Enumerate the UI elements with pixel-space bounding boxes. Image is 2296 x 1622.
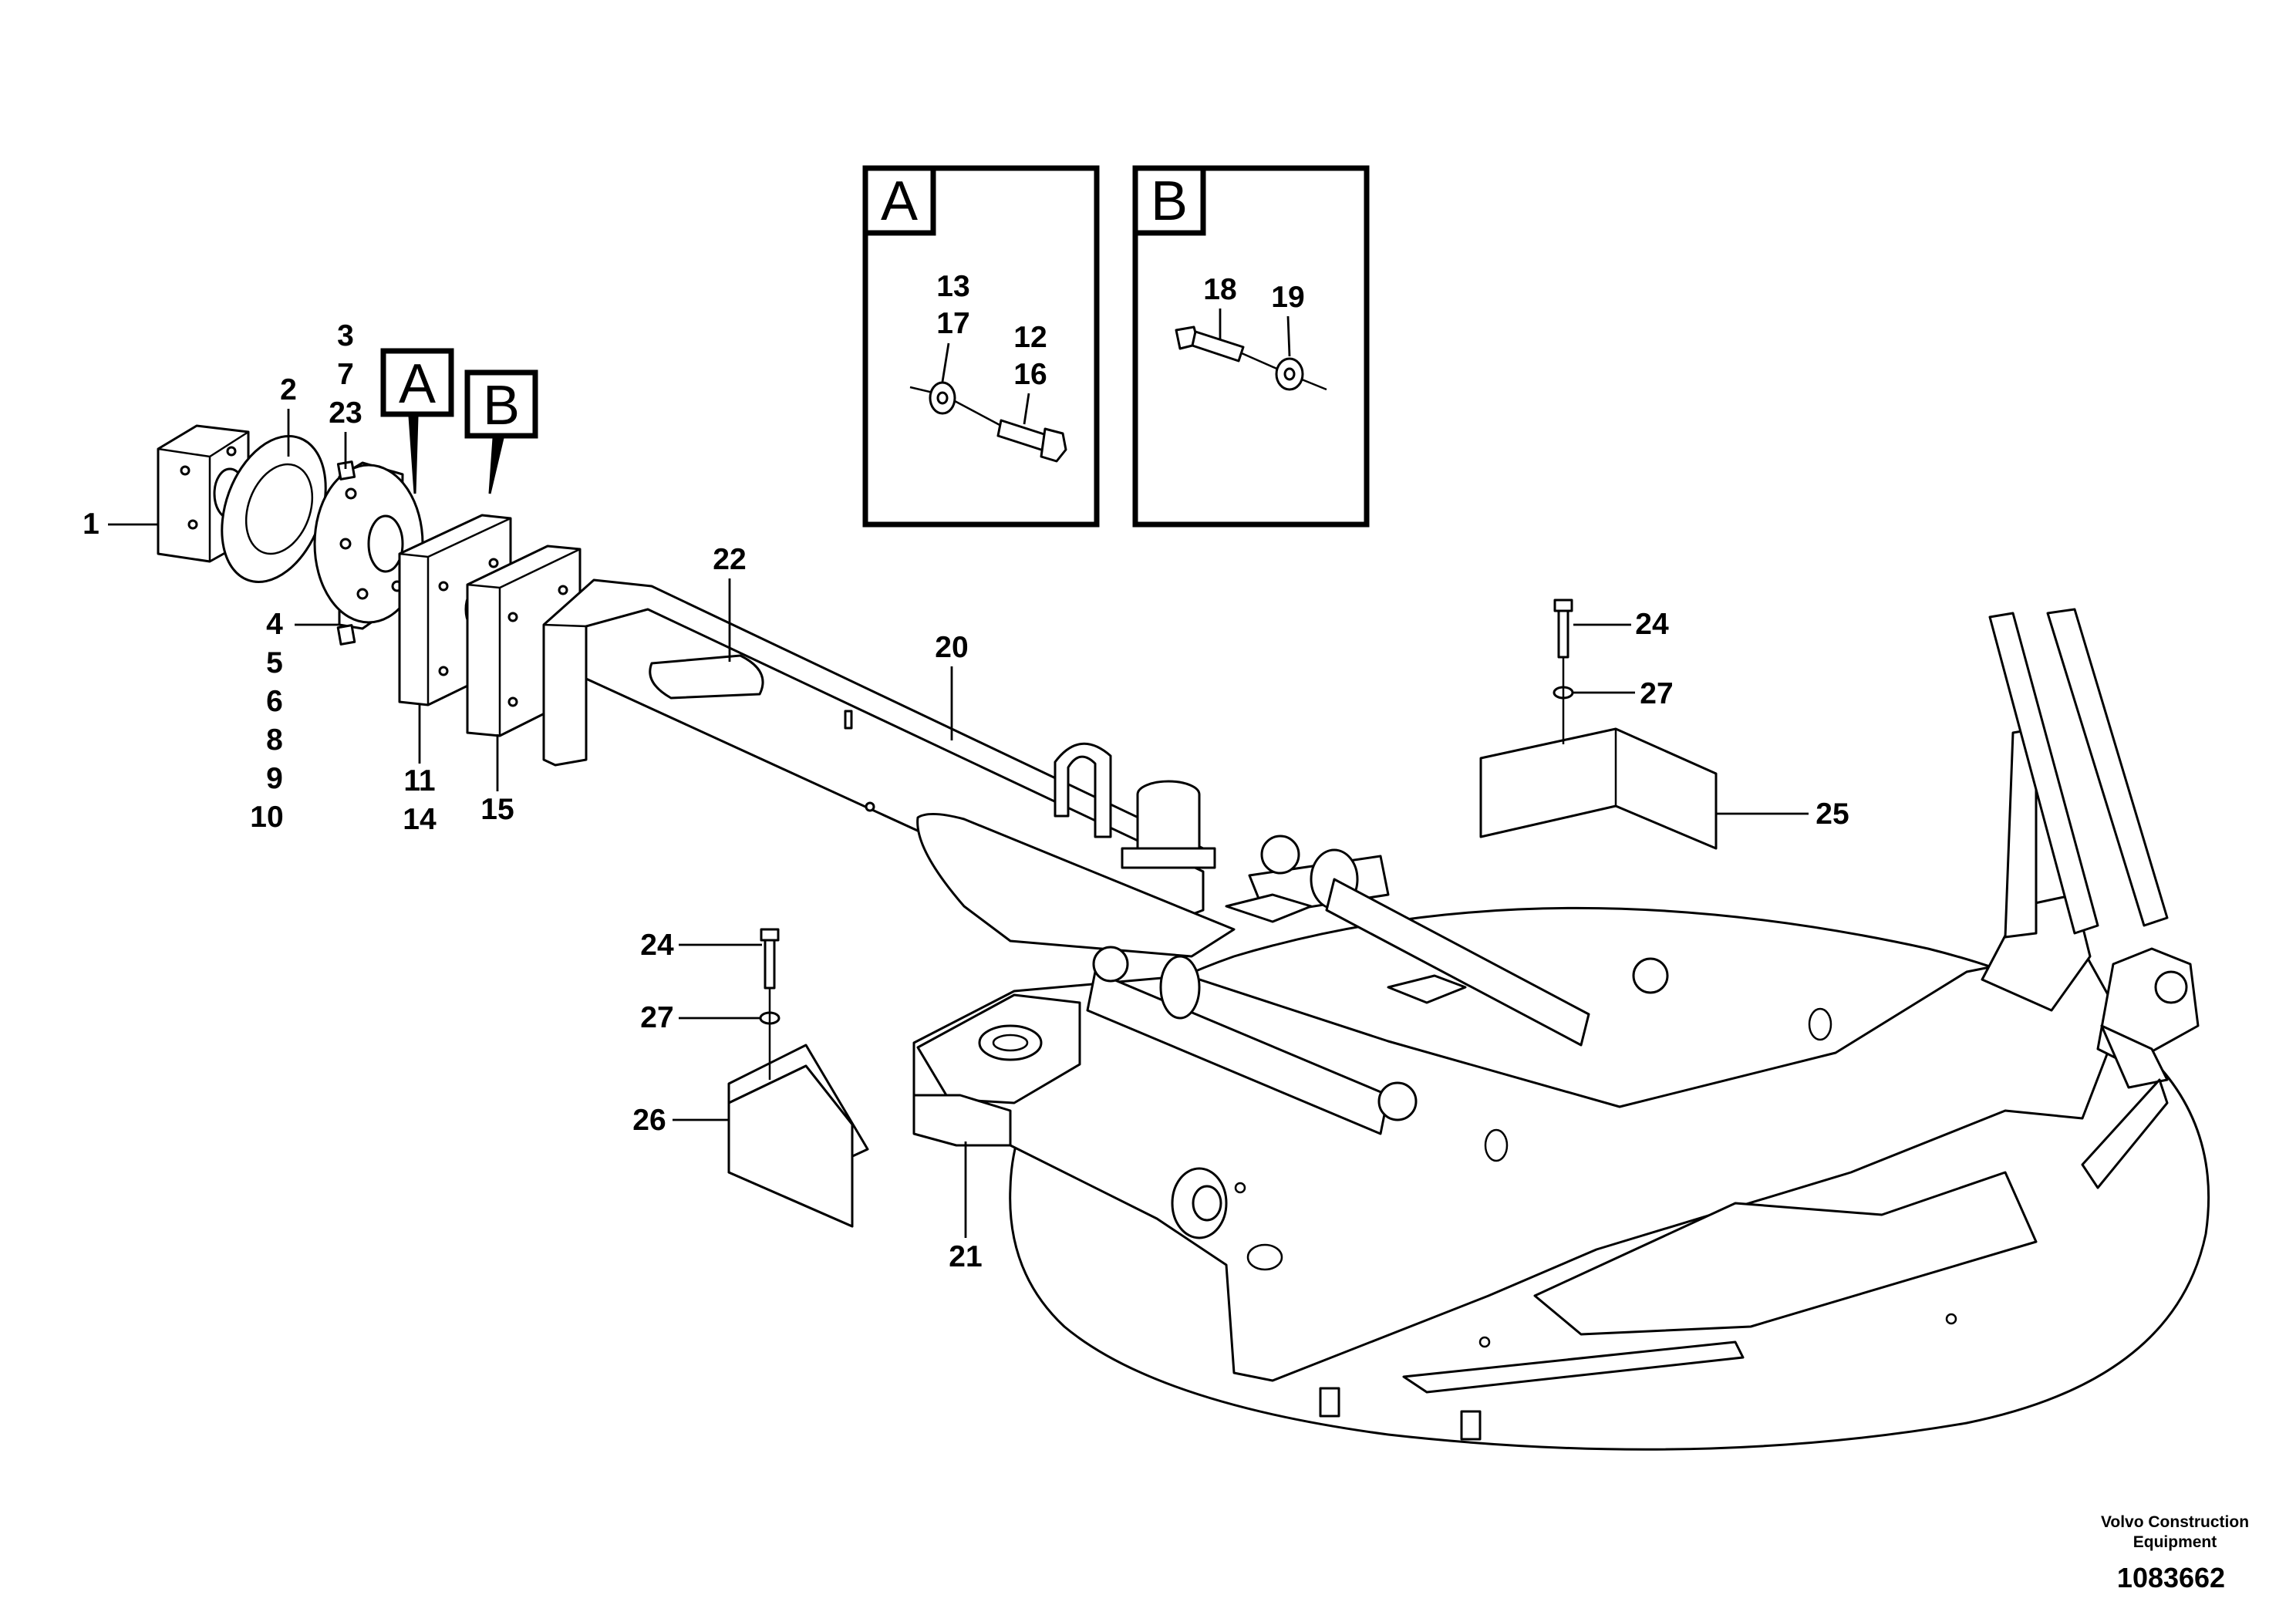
callout-16: 16: [1013, 358, 1047, 391]
callouts: 1 2 3 7 23 4 5 6 8 9 10 11 14 15 22 20 2…: [83, 319, 1849, 1273]
callout-19: 19: [1271, 281, 1304, 314]
footer: Volvo Construction Equipment 1083662: [2101, 1513, 2249, 1593]
detail-a-title: A: [881, 170, 918, 232]
fender-25: [1479, 599, 1718, 850]
callout-26: 26: [632, 1104, 666, 1137]
marker-a-label: A: [399, 353, 436, 415]
callout-5: 5: [266, 646, 283, 679]
company-line-1: Volvo Construction: [2101, 1513, 2249, 1531]
detail-b-title: B: [1151, 170, 1188, 232]
callout-1: 1: [83, 508, 99, 541]
callout-3: 3: [337, 319, 354, 352]
bolt-18: [1191, 330, 1245, 363]
callout-21: 21: [949, 1240, 982, 1273]
callout-12: 12: [1013, 321, 1047, 354]
pad-21: [912, 1094, 1012, 1147]
detail-view-a: A 13 17 12 16: [862, 165, 1100, 528]
callout-17: 17: [936, 307, 969, 340]
detail-view-b: B 18 19: [1132, 165, 1370, 528]
fender-26: [727, 928, 869, 1228]
callout-20: 20: [935, 631, 968, 664]
callout-15: 15: [480, 793, 514, 826]
callout-13: 13: [936, 270, 969, 303]
main-frame: [912, 608, 2210, 1451]
callout-2: 2: [280, 373, 297, 406]
callout-24-upper: 24: [1635, 608, 1669, 641]
boom-arm-part-20: [542, 578, 1236, 958]
callout-27-upper: 27: [1640, 677, 1673, 710]
callout-22: 22: [713, 543, 746, 576]
detail-marker-b: B: [464, 369, 538, 494]
callout-4: 4: [266, 608, 283, 641]
callout-25: 25: [1816, 798, 1849, 831]
callout-8: 8: [266, 723, 283, 757]
callout-7: 7: [337, 358, 354, 391]
left-exploded-parts: [157, 424, 582, 737]
callout-9: 9: [266, 762, 283, 795]
callout-18: 18: [1203, 273, 1236, 306]
slot-22: [649, 654, 764, 700]
callout-23: 23: [329, 396, 362, 430]
detail-marker-a: A: [380, 348, 454, 494]
callout-24-lower: 24: [640, 929, 674, 962]
callout-6: 6: [266, 685, 283, 718]
marker-b-label: B: [483, 375, 520, 437]
callout-27-lower: 27: [640, 1001, 673, 1034]
callout-11: 11: [403, 764, 435, 798]
callout-10: 10: [250, 801, 283, 834]
document-number: 1083662: [2117, 1562, 2225, 1593]
company-line-2: Equipment: [2133, 1533, 2217, 1551]
callout-14: 14: [403, 803, 437, 836]
